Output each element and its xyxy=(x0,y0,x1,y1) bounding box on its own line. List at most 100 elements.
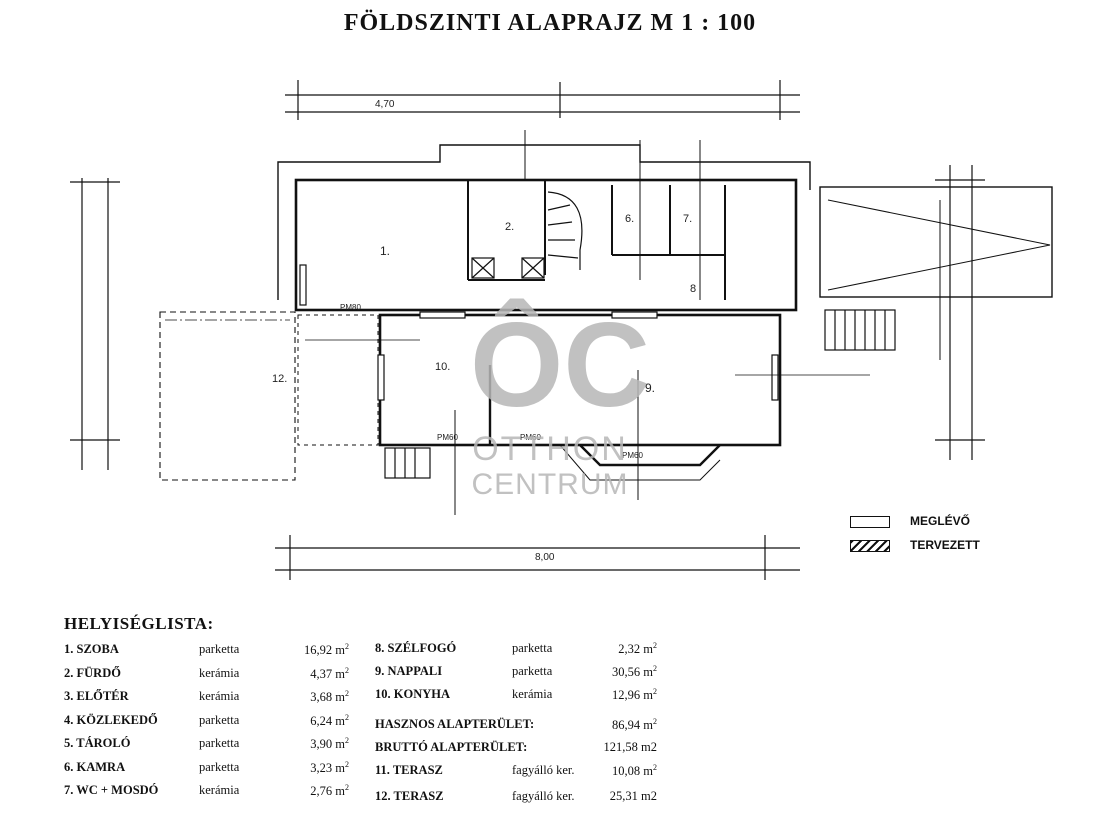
room-area: 2,76 m2 xyxy=(310,783,349,799)
room-area-unit: 2 xyxy=(653,763,657,772)
room-area-unit: 2 xyxy=(345,689,349,698)
room-area-value: 3,90 m xyxy=(310,737,345,752)
window-label-3: PM60 xyxy=(520,433,541,442)
room-area: 6,24 m2 xyxy=(310,713,349,729)
room-name: 1. SZOBA xyxy=(64,642,119,656)
room-name: 11. TERASZ xyxy=(375,763,443,777)
room-material: parketta xyxy=(199,712,240,727)
room-area-unit: 2 xyxy=(345,642,349,651)
room-area: 3,68 m2 xyxy=(310,689,349,705)
room-name: HASZNOS ALAPTERÜLET: xyxy=(375,717,535,731)
room-name: 8. SZÉLFOGÓ xyxy=(375,641,457,655)
room-label-8: 8 xyxy=(690,283,696,295)
terrace-12-outline xyxy=(159,311,296,481)
legend-planned: TERVEZETT xyxy=(850,538,980,552)
room-row: 5. TÁROLÓ parketta 3,90 m2 xyxy=(64,736,349,752)
room-area-value: 3,68 m xyxy=(310,690,345,705)
room-area-unit: 2 xyxy=(345,759,349,769)
room-row: 1. SZOBA parketta 16,92 m2 xyxy=(64,642,349,658)
room-label-2: 2. xyxy=(505,221,514,233)
room-label-10: 10. xyxy=(435,361,450,373)
room-material: parketta xyxy=(199,642,240,656)
window-label-2: PM60 xyxy=(437,433,458,442)
room-material: parketta xyxy=(199,736,240,750)
room-area-value: 25,31 m2 xyxy=(609,789,657,803)
room-label-6: 6. xyxy=(625,213,634,225)
room-area-value: 6,24 m xyxy=(310,713,345,728)
room-area-unit: 2 xyxy=(345,712,349,722)
room-row: 10. KONYHA kerámia 12,96 m2 xyxy=(375,687,657,703)
plan-title: FÖLDSZINTI ALAPRAJZ M 1 : 100 xyxy=(343,10,757,36)
room-area-value: 12,96 m xyxy=(612,688,653,703)
room-area: 3,23 m2 xyxy=(310,760,349,776)
room-area-value: 16,92 m xyxy=(304,643,345,658)
room-row: 7. WC + MOSDÓ kerámia 2,76 m2 xyxy=(64,783,349,799)
room-area-value: 2,76 m xyxy=(310,784,345,799)
room-area: 16,92 m2 xyxy=(304,642,349,658)
room-area-value: 30,56 m xyxy=(612,665,653,680)
room-row: 6. KAMRA parketta 3,23 m2 xyxy=(64,760,349,776)
room-name: 12. TERASZ xyxy=(375,789,444,803)
room-label-9: 9. xyxy=(645,381,655,395)
room-name: 7. WC + MOSDÓ xyxy=(64,783,159,797)
room-name: 10. KONYHA xyxy=(375,687,450,701)
room-area-value: 10,08 m xyxy=(612,764,653,779)
watermark-line1: OTTHON xyxy=(472,430,628,468)
room-area: 30,56 m2 xyxy=(612,664,657,680)
room-row: BRUTTÓ ALAPTERÜLET: 121,58 m2 xyxy=(375,740,657,756)
room-name: 2. FÜRDŐ xyxy=(64,665,121,680)
room-row: 11. TERASZ fagyálló ker. 10,08 m2 xyxy=(375,763,657,779)
room-name: 5. TÁROLÓ xyxy=(64,736,131,750)
eave-outline xyxy=(277,144,811,300)
room-name: 9. NAPPALI xyxy=(375,664,443,678)
room-material: kerámia xyxy=(199,689,240,703)
room-row: 2. FÜRDŐ kerámia 4,37 m2 xyxy=(64,666,349,682)
room-material: kerámia xyxy=(512,687,553,701)
room-area: 86,94 m2 xyxy=(612,717,657,733)
room-area-value: 2,32 m xyxy=(618,642,653,657)
watermark: ÔC OTTHON CENTRUM xyxy=(470,298,650,502)
room-area-unit: 2 xyxy=(653,664,657,673)
room-area-unit: 2 xyxy=(653,641,657,650)
room-row: 4. KÖZLEKEDŐ parketta 6,24 m2 xyxy=(64,713,349,729)
floor-plan-drawing: 4,70 8,00 1. 2. 6. 7. 8 9. 10. 12. PM80 … xyxy=(70,80,1053,580)
room-material: parketta xyxy=(199,759,240,774)
room-label-1: 1. xyxy=(380,244,390,258)
room-area: 25,31 m2 xyxy=(610,789,657,804)
room-area-unit: 2 xyxy=(653,687,657,696)
legend-existing-label: MEGLÉVŐ xyxy=(910,514,971,528)
watermark-line2: CENTRUM xyxy=(471,468,629,501)
room-area: 2,32 m2 xyxy=(618,641,657,657)
room-material: kerámia xyxy=(199,665,240,680)
room-material: kerámia xyxy=(199,783,240,797)
room-material: fagyálló ker. xyxy=(512,763,575,777)
room-area-unit: 2 xyxy=(345,783,349,792)
room-label-12: 12. xyxy=(272,373,287,385)
carport-outline xyxy=(819,186,1053,298)
legend-existing: MEGLÉVŐ xyxy=(850,514,970,528)
room-area-value: 121,58 m2 xyxy=(603,740,657,754)
room-name: 6. KAMRA xyxy=(64,759,126,774)
room-label-7: 7. xyxy=(683,213,692,225)
room-area: 121,58 m2 xyxy=(604,740,657,755)
window-label-4: PM60 xyxy=(622,451,643,460)
room-row: HASZNOS ALAPTERÜLET: 86,94 m2 xyxy=(375,717,657,733)
room-name: 4. KÖZLEKEDŐ xyxy=(64,712,158,727)
dim-label-4-70: 4,70 xyxy=(375,99,395,110)
room-area-unit: 2 xyxy=(345,736,349,745)
room-area: 10,08 m2 xyxy=(612,763,657,779)
room-area: 4,37 m2 xyxy=(310,666,349,682)
room-area-unit: 2 xyxy=(345,665,349,675)
room-area-unit: 2 xyxy=(653,717,657,726)
legend-planned-swatch xyxy=(850,539,890,552)
room-list-title: HELYISÉGLISTA: xyxy=(64,614,214,633)
legend-existing-swatch xyxy=(850,515,890,528)
room-area-value: 3,23 m xyxy=(310,760,345,775)
watermark-logo: ÔC xyxy=(470,298,650,432)
legend-planned-label: TERVEZETT xyxy=(910,538,980,552)
dim-label-8-00: 8,00 xyxy=(535,552,555,563)
room-name: BRUTTÓ ALAPTERÜLET: xyxy=(375,740,528,754)
